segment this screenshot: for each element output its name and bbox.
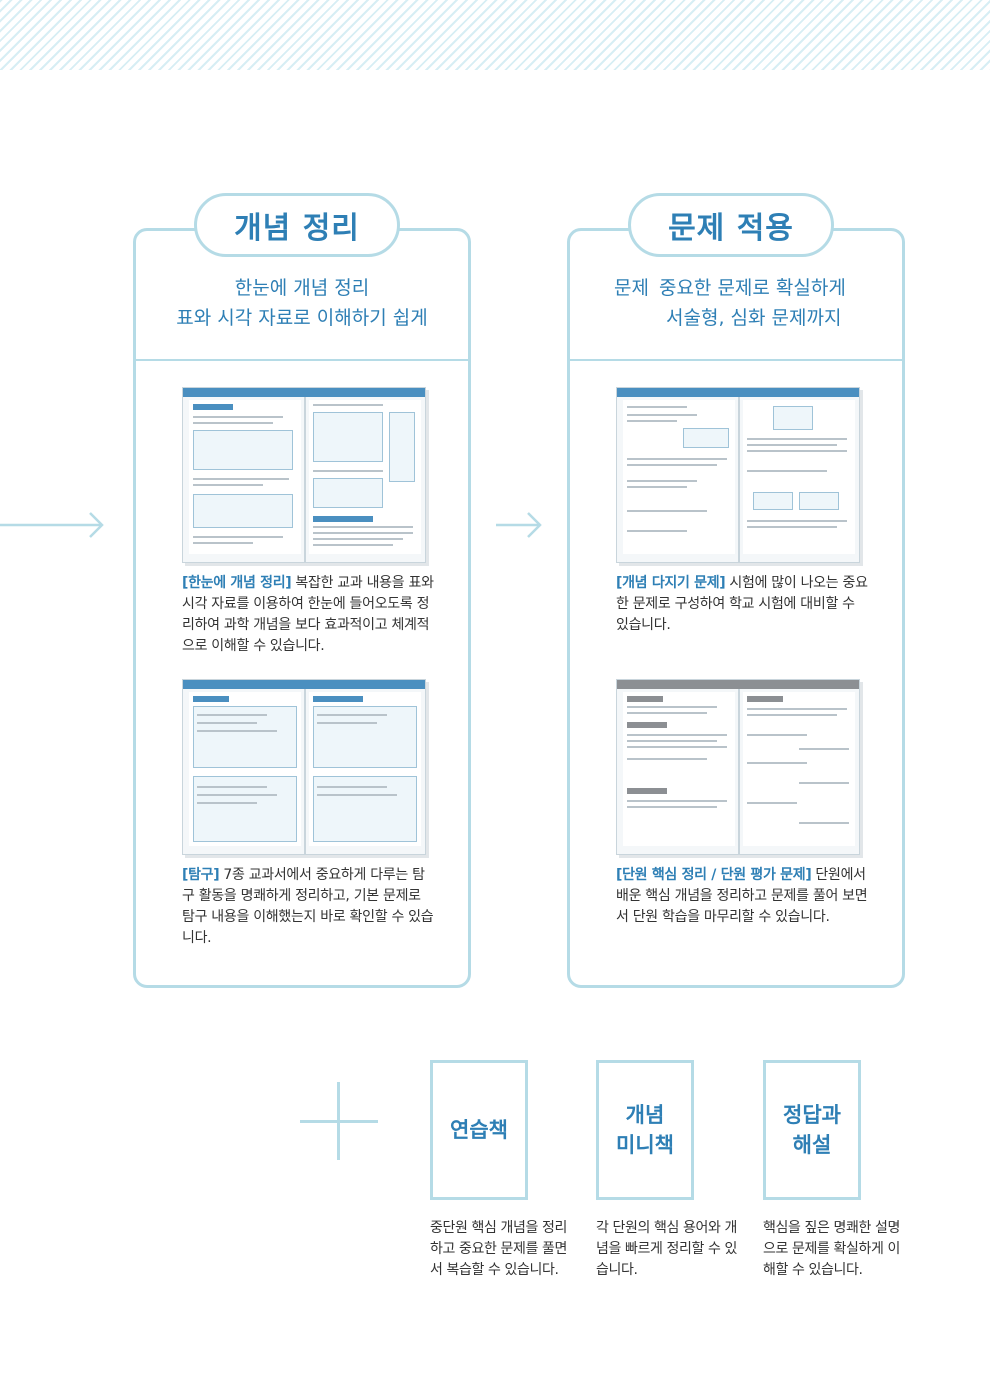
- concept-summary-description: [한눈에 개념 정리]복잡한 교과 내용을 표와 시각 자료를 이용하여 한눈에…: [182, 573, 436, 657]
- concept-practice-description: [개념 다지기 문제]시험에 많이 나오는 중요한 문제로 구성하여 학교 시험…: [616, 573, 870, 636]
- problem-panel-title: 문제 적용: [628, 193, 834, 257]
- subhead-line1: 중요한 문제로 확실하게: [658, 277, 846, 299]
- inquiry-text: 7종 교과서에서 중요하게 다루는 탐구 활동을 명쾌하게 정리하고, 기본 문…: [182, 867, 434, 946]
- concept-panel-subhead: 한눈에 개념 정리 표와 시각 자료로 이해하기 쉽게: [136, 273, 468, 361]
- concept-practice-tag: [개념 다지기 문제]: [616, 575, 726, 591]
- answer-book-description: 핵심을 짚은 명쾌한 설명으로 문제를 확실하게 이해할 수 있습니다.: [763, 1220, 900, 1278]
- concept-panel-title: 개념 정리: [194, 193, 400, 257]
- plus-icon: [300, 1082, 378, 1160]
- problem-panel: 문제 적용 문제 중요한 문제로 확실하게 서술형, 심화 문제까지: [567, 193, 905, 988]
- page-preview-unit-review: [616, 679, 860, 855]
- concept-practice-text: 시험에 많이 나오는 중요한 문제로 구성하여 학교 시험에 대비할 수 있습니…: [616, 575, 868, 633]
- unit-review-text: 단원에서 배운 핵심 개념을 정리하고 문제를 풀어 보면서 단원 학습을 마무…: [616, 867, 868, 925]
- inquiry-tag: [탐구]: [182, 867, 220, 883]
- concept-summary-text: 복잡한 교과 내용을 표와 시각 자료를 이용하여 한눈에 들어오도록 정리하여…: [182, 575, 434, 654]
- arrow-right-icon: [0, 512, 104, 538]
- unit-review-description: [단원 핵심 정리 / 단원 평가 문제]단원에서 배운 핵심 개념을 정리하고…: [616, 865, 870, 928]
- header-stripe-band: [0, 0, 990, 70]
- subhead-line1: 한눈에 개념 정리: [234, 277, 370, 299]
- answer-book-box: 정답과 해설: [763, 1060, 861, 1200]
- unit-review-tag: [단원 핵심 정리 / 단원 평가 문제]: [616, 867, 812, 883]
- answer-book-title-line1: 정답과: [783, 1103, 841, 1127]
- workbook-box: 연습책: [430, 1060, 528, 1200]
- concept-panel: 개념 정리 한눈에 개념 정리 표와 시각 자료로 이해하기 쉽게: [133, 193, 471, 988]
- subhead-prefix: 문제: [614, 277, 649, 299]
- subhead-line2: 서술형, 심화 문제까지: [666, 307, 842, 329]
- problem-panel-subhead: 문제 중요한 문제로 확실하게 서술형, 심화 문제까지: [570, 273, 902, 361]
- mini-book-title-line2: 미니책: [616, 1133, 674, 1157]
- concept-summary-tag: [한눈에 개념 정리]: [182, 575, 292, 591]
- page-preview-concept-practice: [616, 387, 860, 563]
- mini-book-description: 각 단원의 핵심 용어와 개념을 빠르게 정리할 수 있습니다.: [596, 1220, 738, 1278]
- workbook-title: 연습책: [450, 1118, 508, 1142]
- arrow-right-icon: [496, 512, 542, 538]
- answer-book-title-line2: 해설: [792, 1133, 832, 1157]
- inquiry-description: [탐구]7종 교과서에서 중요하게 다루는 탐구 활동을 명쾌하게 정리하고, …: [182, 865, 436, 949]
- workbook-description: 중단원 핵심 개념을 정리하고 중요한 문제를 풀면서 복습할 수 있습니다.: [430, 1220, 567, 1278]
- subhead-line2: 표와 시각 자료로 이해하기 쉽게: [176, 307, 428, 329]
- mini-book-title-line1: 개념: [625, 1103, 665, 1127]
- page-preview-inquiry: [182, 679, 426, 855]
- mini-book-box: 개념 미니책: [596, 1060, 694, 1200]
- page-preview-concept-summary: [182, 387, 426, 563]
